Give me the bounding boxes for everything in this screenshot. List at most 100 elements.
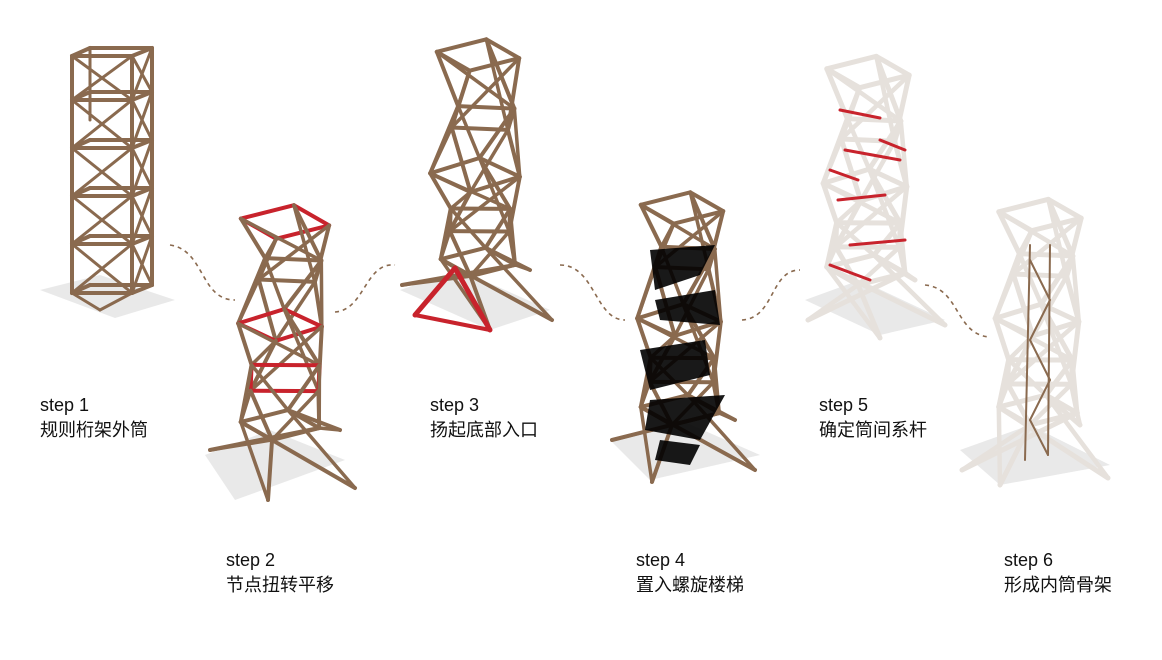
truss-member [130, 283, 154, 295]
leg-member [902, 270, 918, 283]
leg-member [1043, 392, 1083, 428]
diagonal-member [249, 363, 290, 412]
leg-member [1074, 410, 1083, 428]
leg-member [959, 422, 1033, 473]
diagonal-member [1070, 357, 1080, 416]
diagonal-member [448, 190, 473, 211]
truss-member [70, 138, 92, 150]
truss-member [70, 186, 92, 198]
step-1-label: step 1 规则桁架外筒 [40, 393, 148, 443]
dashed-connector [169, 244, 236, 301]
diagonal-member [1017, 228, 1034, 256]
step-caption: 形成内筒骨架 [1004, 575, 1112, 596]
inner-core-member [1047, 244, 1051, 456]
spiral-stair-flight [645, 395, 725, 440]
step-caption: 扬起底部入口 [430, 420, 538, 441]
step-5-label: step 5 确定筒间系杆 [819, 393, 927, 443]
highlighted-ring-member [236, 307, 287, 326]
truss-member [70, 98, 134, 150]
column-member [447, 190, 473, 234]
ring-member [992, 301, 1044, 321]
diagonal-member [456, 104, 482, 160]
ring-member [263, 256, 324, 263]
truss-member [70, 242, 134, 295]
column-member [256, 277, 278, 343]
dashed-connector [559, 264, 626, 321]
entrance-arch-member [413, 313, 492, 332]
ring-member [484, 37, 522, 61]
ring-member [238, 408, 290, 424]
step-number: step 3 [430, 395, 480, 415]
spiral-stair-flight [650, 245, 715, 290]
leg-member [996, 404, 1003, 488]
truss-member [70, 283, 92, 295]
dashed-connector [924, 284, 991, 338]
leg-member [824, 264, 883, 341]
highlighted-ring-member [291, 203, 332, 228]
diagonal-member [1046, 197, 1069, 279]
leg-member [239, 420, 270, 502]
column-member [428, 104, 461, 176]
column-member [291, 203, 324, 263]
spiral-stair-flight [640, 340, 710, 390]
diagonal-member [292, 203, 317, 284]
diagonal-member [898, 220, 908, 276]
entrance-arch-member [412, 265, 458, 318]
leg-member [438, 257, 554, 322]
diagonal-member [263, 237, 278, 260]
step-number: step 2 [226, 550, 276, 570]
diagonal-member [659, 221, 676, 249]
ring-member [866, 166, 910, 190]
dashed-connector [334, 264, 396, 313]
leg-member [208, 438, 274, 452]
diagonal-member [898, 118, 910, 189]
column-member [866, 118, 904, 172]
diagonal-member [874, 54, 897, 144]
leg-member [805, 282, 861, 323]
highlighted-ring-member [238, 203, 296, 221]
inner-core-member [828, 168, 860, 182]
column-member [285, 363, 322, 413]
leg-member [824, 264, 948, 328]
truss-member [70, 291, 102, 312]
step-caption: 规则桁架外筒 [40, 420, 148, 441]
column-member [428, 171, 453, 211]
column-member [238, 216, 268, 261]
column-member [992, 315, 1012, 363]
ring-member [873, 53, 912, 78]
leg-member [805, 270, 908, 323]
diagonal-member [1005, 319, 1082, 387]
tower-step-3 [400, 37, 554, 333]
inner-core-member [838, 108, 882, 120]
inner-core-member [878, 138, 907, 152]
diagonal-member [249, 339, 278, 367]
leg-member [513, 263, 532, 272]
column-member [1010, 271, 1036, 339]
truss-member [98, 291, 134, 312]
tower-step-5 [805, 53, 948, 341]
diagonal-member [1070, 253, 1082, 324]
column-member [236, 321, 254, 367]
inner-core-member [1029, 419, 1049, 456]
inner-core-member [848, 238, 907, 247]
diagonal-member [834, 220, 877, 258]
column-member [871, 220, 903, 258]
step-caption: 置入螺旋楼梯 [636, 575, 744, 596]
column-member [824, 220, 840, 270]
leg-member [639, 405, 654, 484]
truss-member [130, 46, 154, 58]
ground-shadow [40, 275, 175, 318]
column-member [1043, 357, 1075, 398]
column-member [996, 357, 1012, 410]
truss-member [70, 90, 92, 102]
step-caption: 确定筒间系杆 [819, 420, 927, 441]
inner-core-member [1024, 244, 1031, 461]
diagonal-member [508, 207, 517, 267]
ring-member [824, 252, 877, 270]
column-member [688, 190, 717, 252]
inner-core-member [1029, 339, 1051, 381]
diagonal-member [833, 184, 910, 250]
column-member [992, 251, 1022, 321]
entrance-arch-member [452, 265, 493, 333]
truss-member [70, 146, 134, 198]
